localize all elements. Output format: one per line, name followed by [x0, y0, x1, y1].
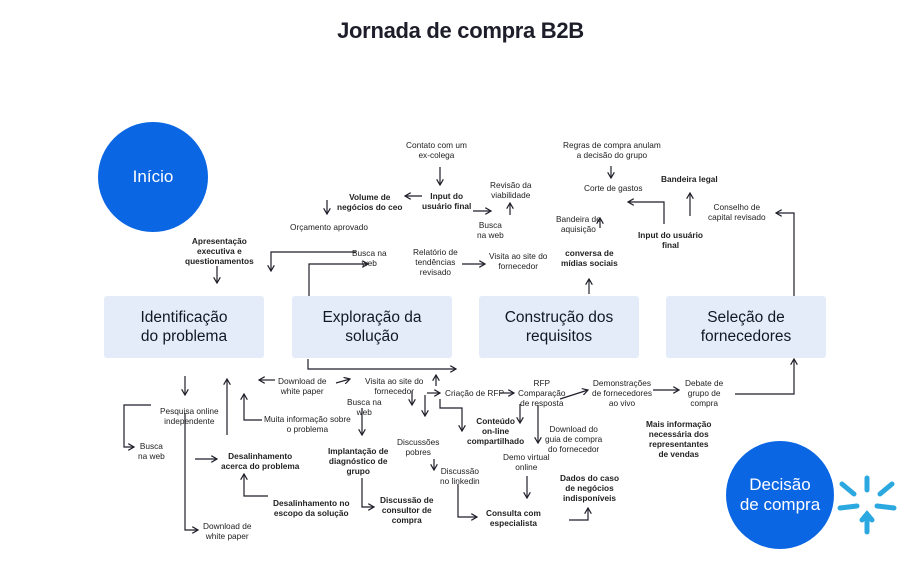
stage-solution-exploration: Exploração da solução [292, 296, 452, 358]
brand-logo-icon [837, 475, 897, 535]
decision-line-1: Decisão [749, 475, 811, 494]
decision-line-2: de compra [739, 495, 821, 514]
start-node: Início [98, 122, 208, 232]
stage-2-line-1: Exploração da [322, 309, 422, 326]
label-bandeira-legal: Bandeira legal [661, 174, 718, 184]
stage-2-line-2: solução [345, 328, 399, 345]
label-corte-gastos: Corte de gastos [584, 183, 643, 193]
stage-1-line-2: do problema [140, 328, 228, 345]
stage-1-line-1: Identificação [140, 309, 228, 326]
stage-requirements-building: Construção dos requisitos [479, 296, 639, 358]
stage-3-line-1: Construção dos [504, 309, 614, 326]
label-orcamento: Orçamento aprovado [290, 222, 368, 232]
label-criacao-rfp: Criação de RFP [445, 388, 505, 398]
page-title: Jornada de compra B2B [337, 18, 584, 43]
stage-4-line-2: fornecedores [700, 328, 792, 345]
stage-supplier-selection: Seleção de fornecedores [666, 296, 826, 358]
stage-4-line-1: Seleção de [707, 309, 785, 326]
stage-3-line-2: requisitos [525, 328, 593, 345]
stage-problem-identification: Identificação do problema [104, 296, 264, 358]
